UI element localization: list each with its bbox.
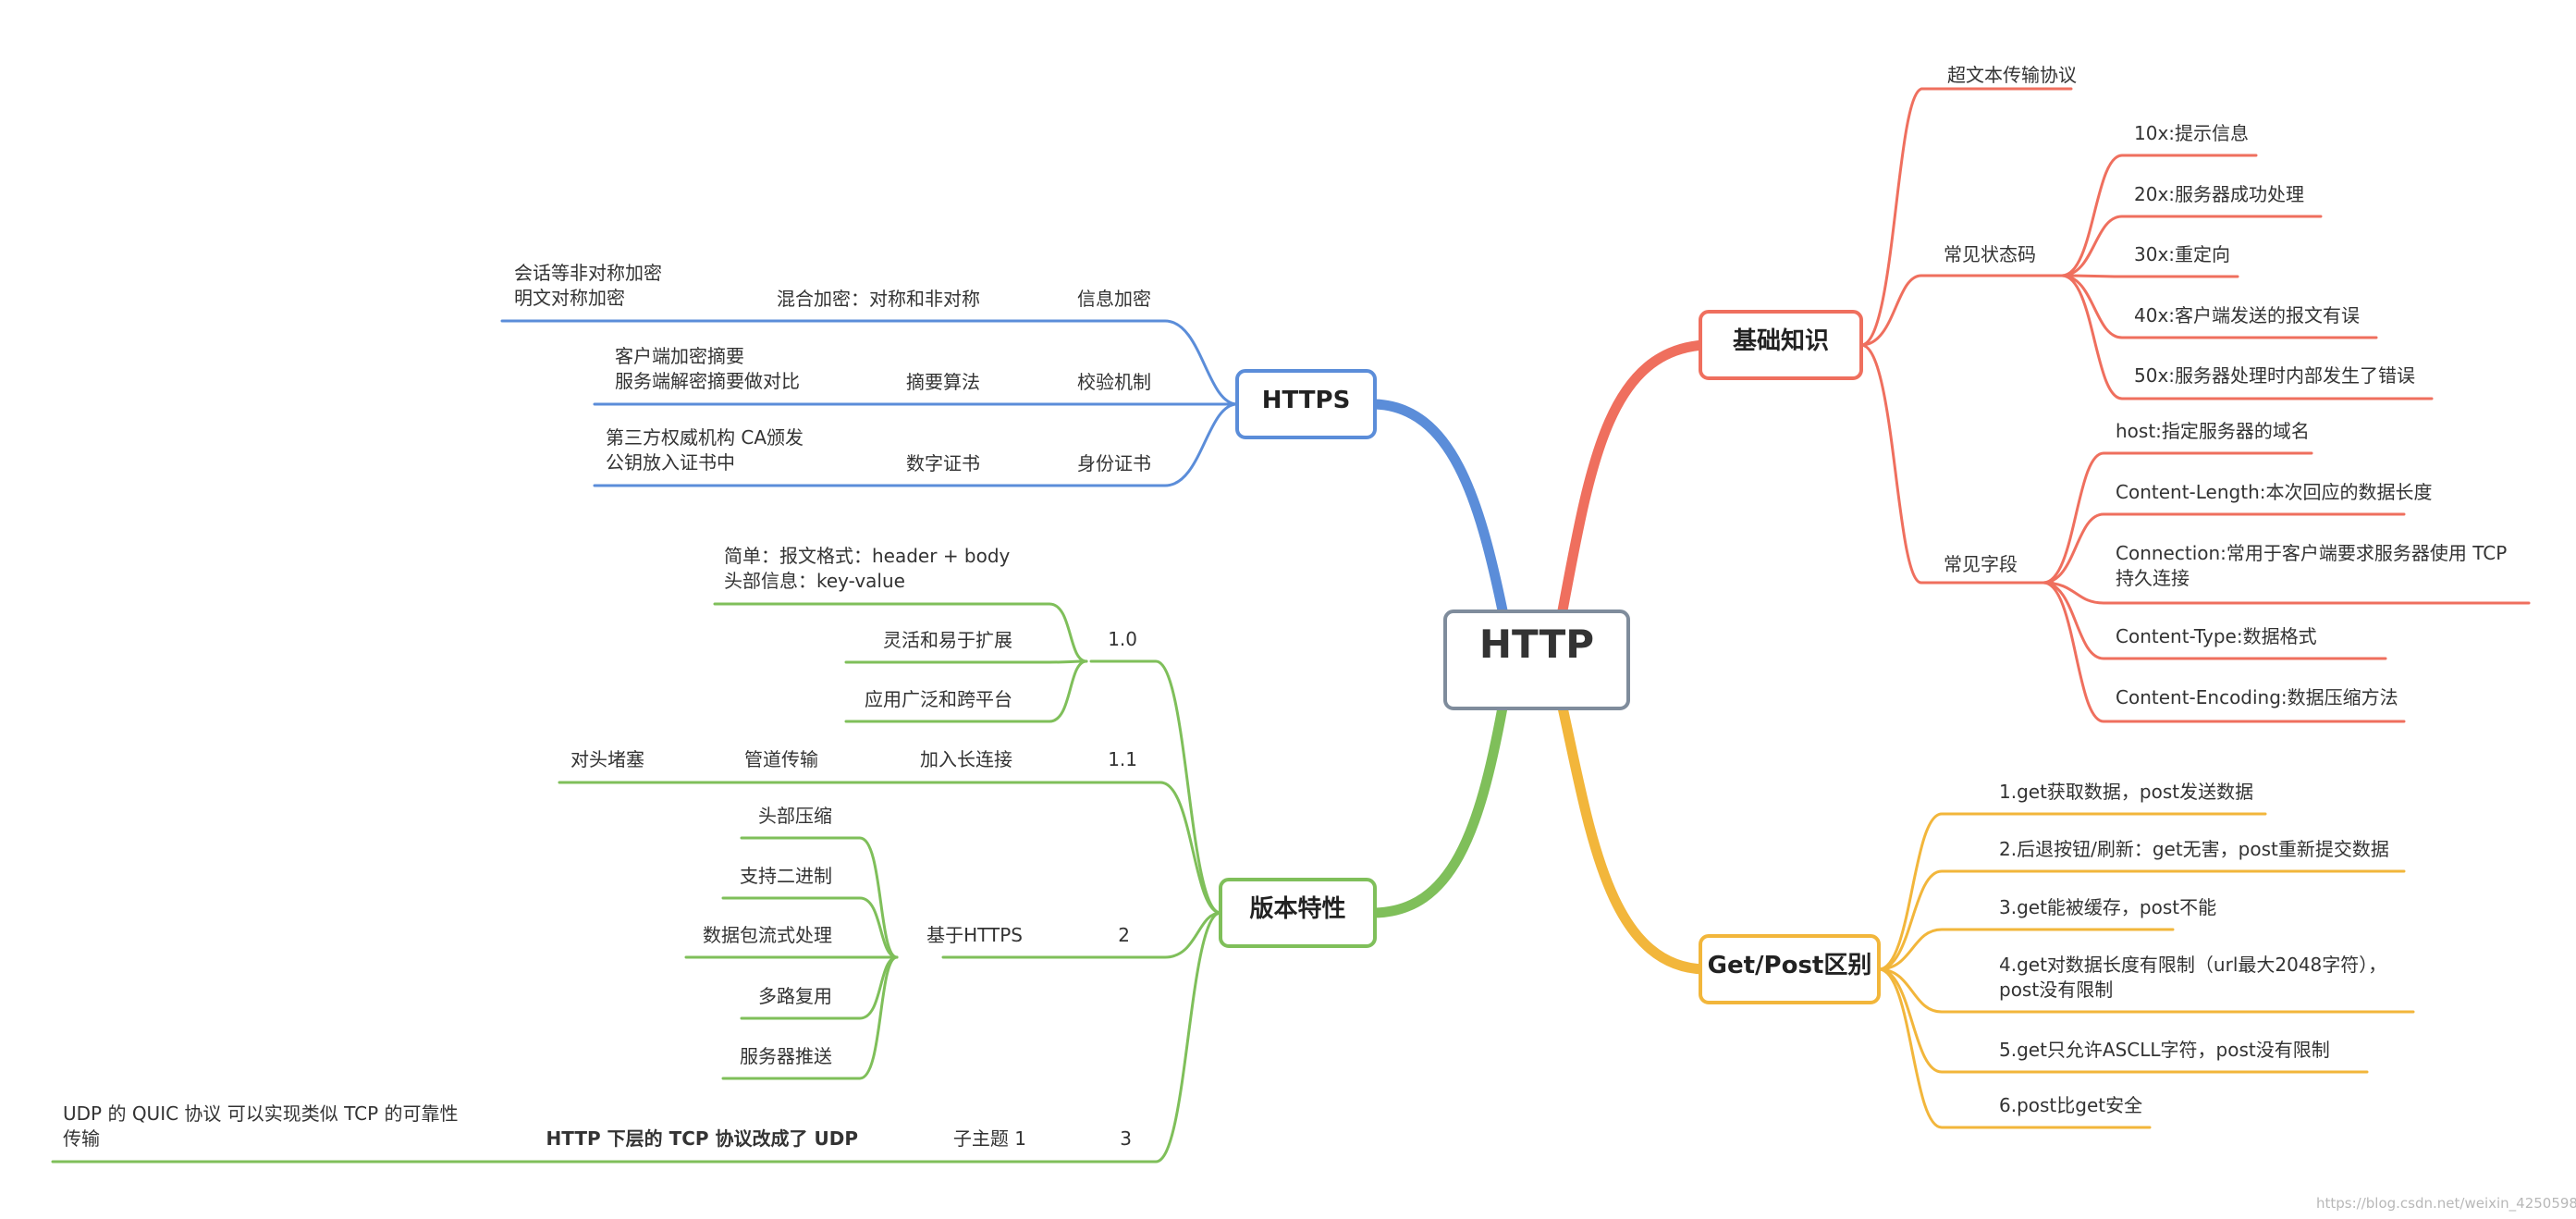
status-item[interactable]: 10x:提示信息 xyxy=(2134,122,2250,144)
status-codes-node[interactable]: 常见状态码 xyxy=(1944,243,2036,265)
basics-branch xyxy=(1557,87,2531,723)
status-item[interactable]: 30x:重定向 xyxy=(2134,243,2231,265)
field-item[interactable]: Content-Type:数据格式 xyxy=(2116,625,2317,647)
hypertext-node[interactable]: 超文本传输协议 xyxy=(1947,64,2077,86)
v10-item[interactable]: 应用广泛和跨平台 xyxy=(865,688,1012,710)
getpost-item[interactable]: 1.get获取数据，post发送数据 xyxy=(1999,781,2254,803)
https-row-b[interactable]: 摘要算法 xyxy=(906,371,980,393)
getpost-node-label[interactable]: Get/Post区别 xyxy=(1707,952,1872,979)
getpost-item[interactable]: 4.get对数据长度有限制（url最大2048字符）， post没有限制 xyxy=(1999,954,2387,1001)
version-1-1[interactable]: 1.1 xyxy=(1108,748,1137,770)
getpost-branch xyxy=(1557,702,2415,1129)
https-row-c[interactable]: 会话等非对称加密 明文对称加密 xyxy=(514,262,662,309)
https-row-c[interactable]: 第三方权威机构 CA颁发 公钥放入证书中 xyxy=(606,426,804,474)
status-item[interactable]: 50x:服务器处理时内部发生了错误 xyxy=(2134,364,2416,387)
version-1-0[interactable]: 1.0 xyxy=(1108,628,1137,650)
v2-item[interactable]: 数据包流式处理 xyxy=(703,924,832,946)
versions-node-box[interactable] xyxy=(1219,878,1377,948)
version-2[interactable]: 2 xyxy=(1118,924,1130,946)
root-node-label[interactable]: HTTP xyxy=(1478,622,1595,667)
watermark-text: https://blog.csdn.net/weixin_42505982 xyxy=(2316,1195,2576,1212)
basics-node-box[interactable] xyxy=(1699,310,1863,380)
getpost-item[interactable]: 2.后退按钮/刷新：get无害，post重新提交数据 xyxy=(1999,838,2389,860)
version-3[interactable]: 3 xyxy=(1120,1127,1132,1150)
field-item[interactable]: Content-Encoding:数据压缩方法 xyxy=(2116,686,2398,708)
field-item[interactable]: Content-Length:本次回应的数据长度 xyxy=(2116,481,2433,503)
https-row-a[interactable]: 信息加密 xyxy=(1077,288,1151,310)
https-branch xyxy=(500,319,1508,616)
https-node-box[interactable] xyxy=(1235,369,1377,439)
https-row-a[interactable]: 身份证书 xyxy=(1077,452,1151,474)
https-row-c[interactable]: 客户端加密摘要 服务端解密摘要做对比 xyxy=(615,345,800,392)
v11-item[interactable]: 管道传输 xyxy=(744,748,818,770)
getpost-item[interactable]: 5.get只允许ASCLL字符，post没有限制 xyxy=(1999,1039,2330,1061)
v10-item[interactable]: 灵活和易于扩展 xyxy=(883,629,1012,651)
v2-item[interactable]: 头部压缩 xyxy=(758,805,832,827)
v3-item[interactable]: UDP 的 QUIC 协议 可以实现类似 TCP 的可靠性 传输 xyxy=(63,1102,459,1150)
getpost-item[interactable]: 3.get能被缓存，post不能 xyxy=(1999,896,2217,918)
field-item[interactable]: Connection:常用于客户端要求服务器使用 TCP 持久连接 xyxy=(2116,542,2508,589)
v11-item[interactable]: 对头堵塞 xyxy=(570,748,644,770)
status-item[interactable]: 40x:客户端发送的报文有误 xyxy=(2134,304,2361,326)
v10-item[interactable]: 简单：报文格式：header + body 头部信息：key-value xyxy=(724,545,1011,592)
https-row-a[interactable]: 校验机制 xyxy=(1077,371,1151,393)
getpost-node-box[interactable] xyxy=(1699,934,1881,1004)
common-fields-node[interactable]: 常见字段 xyxy=(1944,553,2018,575)
basics-node-label[interactable]: 基础知识 xyxy=(1732,327,1829,355)
v3-item[interactable]: HTTP 下层的 TCP 协议改成了 UDP xyxy=(546,1127,858,1150)
field-item[interactable]: host:指定服务器的域名 xyxy=(2116,420,2310,442)
https-node-label[interactable]: HTTPS xyxy=(1261,387,1351,414)
root-node-box[interactable] xyxy=(1443,610,1630,710)
https-row-b[interactable]: 混合加密：对称和非对称 xyxy=(777,288,980,310)
v11-item[interactable]: 加入长连接 xyxy=(920,748,1012,770)
versions-branch xyxy=(51,602,1508,1164)
v2-item[interactable]: 多路复用 xyxy=(758,985,832,1007)
v2-item[interactable]: 服务器推送 xyxy=(740,1045,832,1067)
v3-sub[interactable]: 子主题 1 xyxy=(952,1127,1026,1150)
v2-sub[interactable]: 基于HTTPS xyxy=(926,924,1023,946)
versions-node-label[interactable]: 版本特性 xyxy=(1249,895,1346,923)
v2-item[interactable]: 支持二进制 xyxy=(740,865,832,887)
getpost-item[interactable]: 6.post比get安全 xyxy=(1999,1094,2143,1116)
https-row-b[interactable]: 数字证书 xyxy=(906,452,980,474)
status-item[interactable]: 20x:服务器成功处理 xyxy=(2134,183,2305,205)
